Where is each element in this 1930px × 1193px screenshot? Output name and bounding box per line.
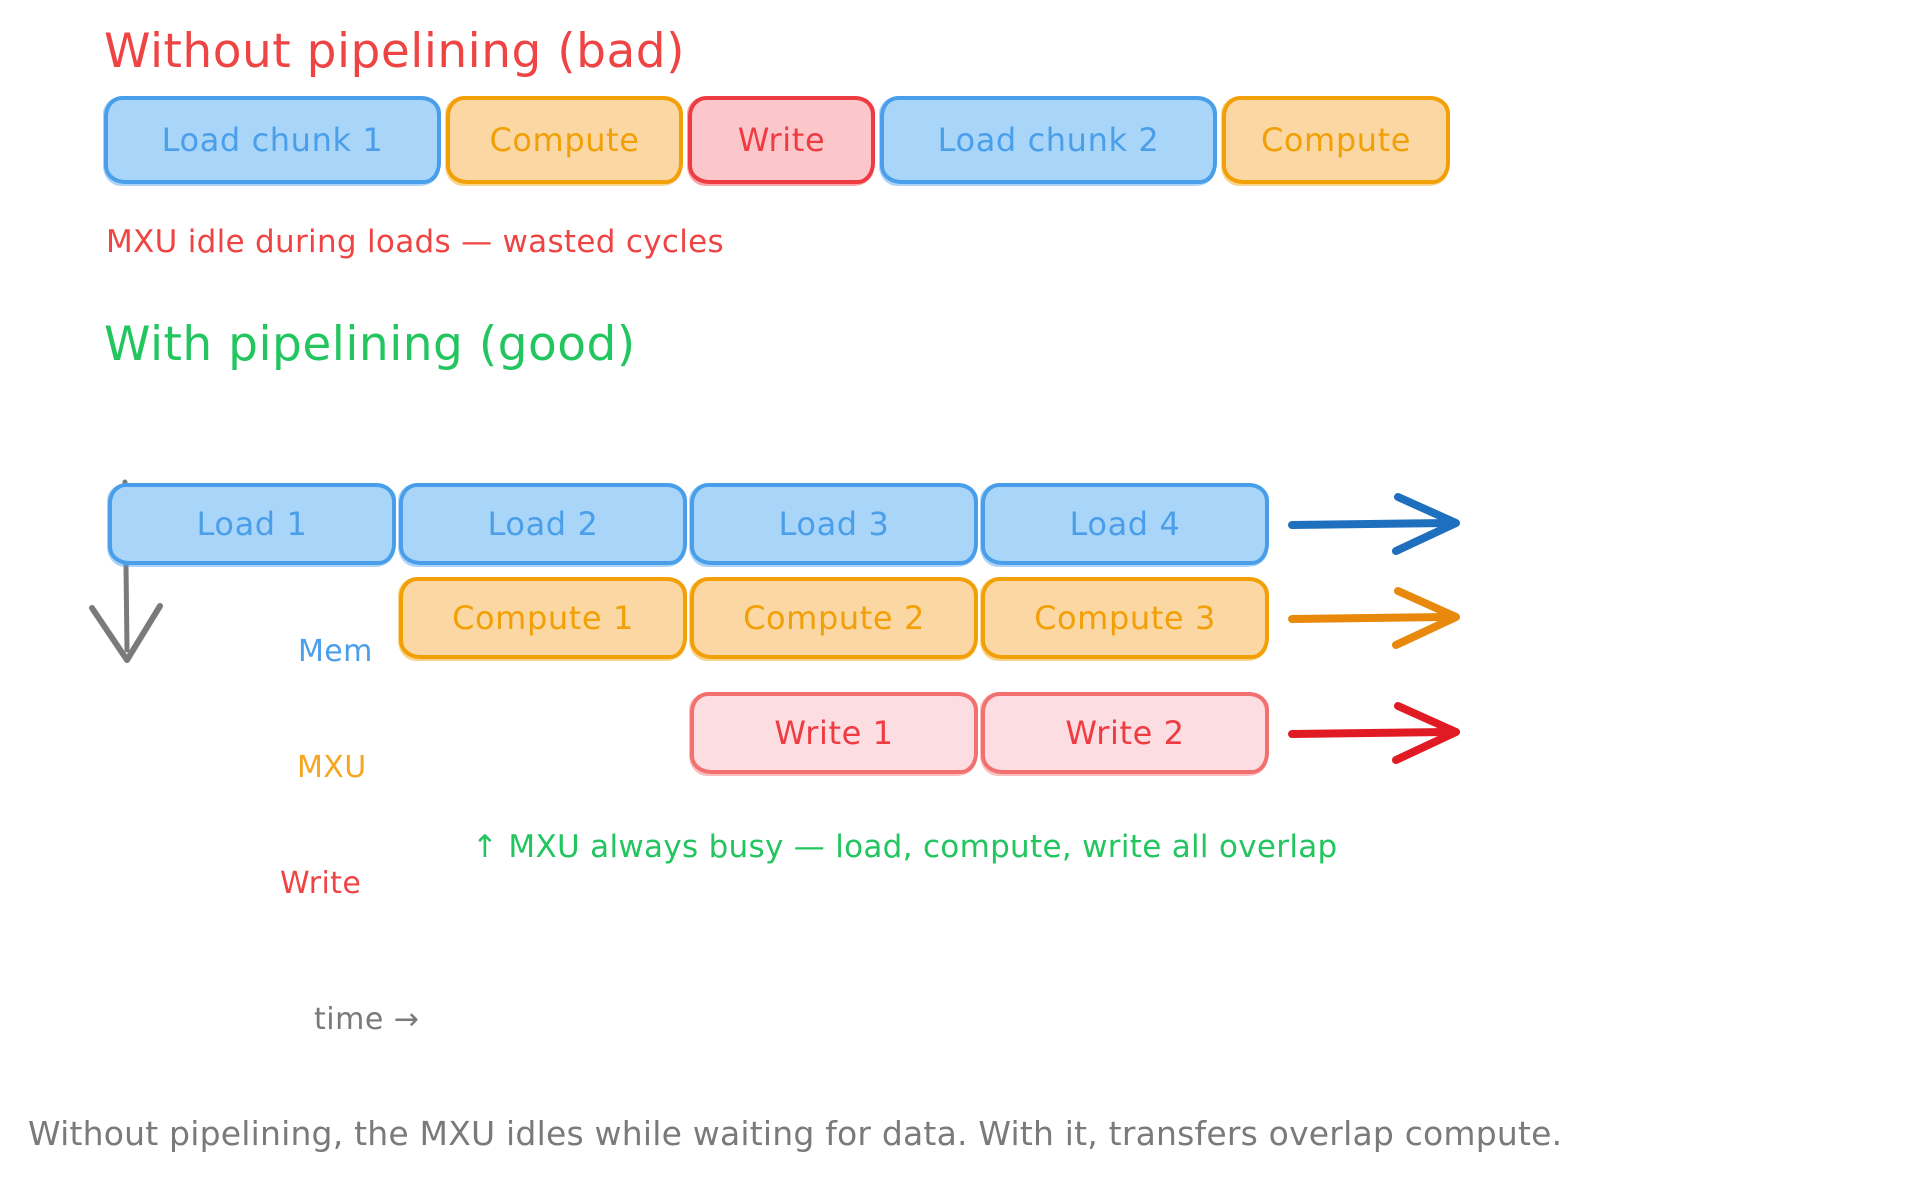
pipeline-box-label: Compute 3 — [1034, 599, 1216, 637]
timeline-box-load-chunk-1: Load chunk 1 — [103, 96, 441, 186]
section-title-with-pipelining: With pipelining (good) — [104, 317, 636, 372]
pipeline-box-label: Load 3 — [778, 505, 890, 543]
timeline-box-label: Load chunk 2 — [937, 121, 1160, 159]
lane-label-mxu: MXU — [297, 750, 367, 785]
pipeline-box-label: Compute 1 — [452, 599, 634, 637]
note-mxu-always-busy: ↑ MXU always busy — load, compute, write… — [472, 829, 1338, 865]
timeline-box-label: Load chunk 1 — [161, 121, 384, 159]
timeline-box-load-chunk-2: Load chunk 2 — [879, 96, 1217, 186]
pipeline-box-compute-2: Compute 2 — [689, 577, 978, 661]
pipeline-box-load-1: Load 1 — [107, 483, 396, 567]
pipeline-box-label: Load 4 — [1069, 505, 1181, 543]
lane-label-mem: Mem — [298, 634, 373, 669]
lane-arrow-load-icon — [1288, 493, 1460, 555]
section-title-without-pipelining: Without pipelining (bad) — [104, 24, 685, 79]
pipeline-box-label: Write 2 — [1065, 714, 1185, 752]
timeline-box-compute-2: Compute — [1221, 96, 1450, 186]
pipeline-box-load-4: Load 4 — [980, 483, 1269, 567]
pipeline-box-label: Write 1 — [774, 714, 894, 752]
timeline-box-label: Write — [737, 121, 826, 159]
timeline-box-label: Compute — [1260, 121, 1412, 159]
timeline-box-label: Compute — [489, 121, 640, 159]
pipeline-box-label: Load 2 — [487, 505, 599, 543]
timeline-box-compute-1: Compute — [445, 96, 683, 186]
pipeline-box-write-2: Write 2 — [980, 692, 1269, 776]
pipeline-box-load-2: Load 2 — [398, 483, 687, 567]
figure-caption: Without pipelining, the MXU idles while … — [28, 1114, 1563, 1153]
note-mxu-idle: MXU idle during loads — wasted cycles — [106, 224, 724, 260]
lane-arrow-write-icon — [1288, 702, 1460, 764]
time-axis-label: time → — [314, 1002, 420, 1037]
timeline-box-write: Write — [687, 96, 875, 186]
pipeline-box-compute-3: Compute 3 — [980, 577, 1269, 661]
pipeline-box-label: Load 1 — [196, 505, 308, 543]
pipeline-box-load-3: Load 3 — [689, 483, 978, 567]
lane-label-write: Write — [280, 866, 362, 901]
pipeline-box-write-1: Write 1 — [689, 692, 978, 776]
pipeline-box-label: Compute 2 — [743, 599, 925, 637]
lane-arrow-compute-icon — [1288, 587, 1460, 649]
pipeline-box-compute-1: Compute 1 — [398, 577, 687, 661]
